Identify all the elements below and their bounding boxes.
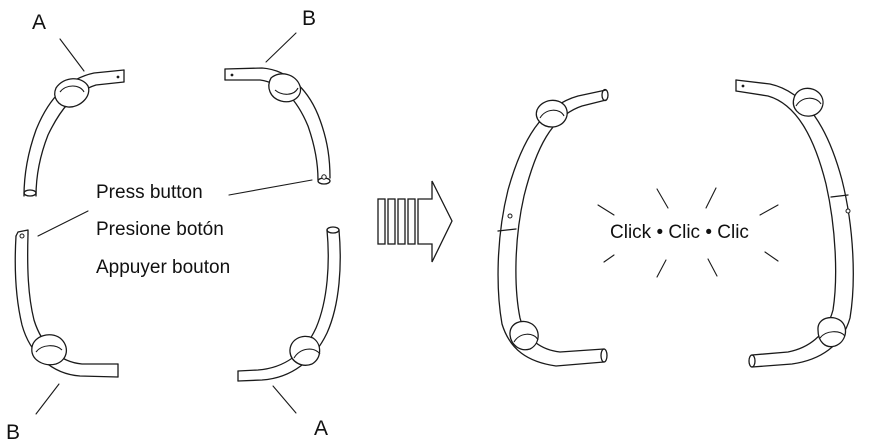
instruction-spanish: Presione botón — [96, 219, 224, 240]
leader-line-b-top — [265, 32, 297, 63]
label-b-top: B — [302, 7, 317, 30]
press-leader-right — [228, 179, 313, 196]
press-leader-left — [37, 210, 89, 237]
part-a-top-left — [23, 38, 125, 197]
label-a-top: A — [32, 11, 47, 34]
part-a-bottom — [237, 226, 341, 414]
part-b-bottom-left — [14, 229, 119, 415]
label-a-bottom: A — [314, 417, 329, 440]
leader-line-a-bottom — [272, 385, 297, 414]
instruction-english: Press button — [96, 182, 203, 203]
assembled-right-piece — [735, 79, 854, 368]
click-burst — [597, 187, 779, 278]
leader-line-b-bottom — [35, 383, 60, 415]
assembled-left-piece — [497, 88, 609, 367]
label-b-bottom: B — [6, 421, 21, 444]
part-b-top — [224, 32, 331, 185]
instruction-french: Appuyer bouton — [96, 257, 231, 278]
direction-arrow — [377, 180, 453, 263]
click-text: Click • Clic • Clic — [610, 222, 749, 243]
leader-line-a-top — [59, 38, 85, 72]
